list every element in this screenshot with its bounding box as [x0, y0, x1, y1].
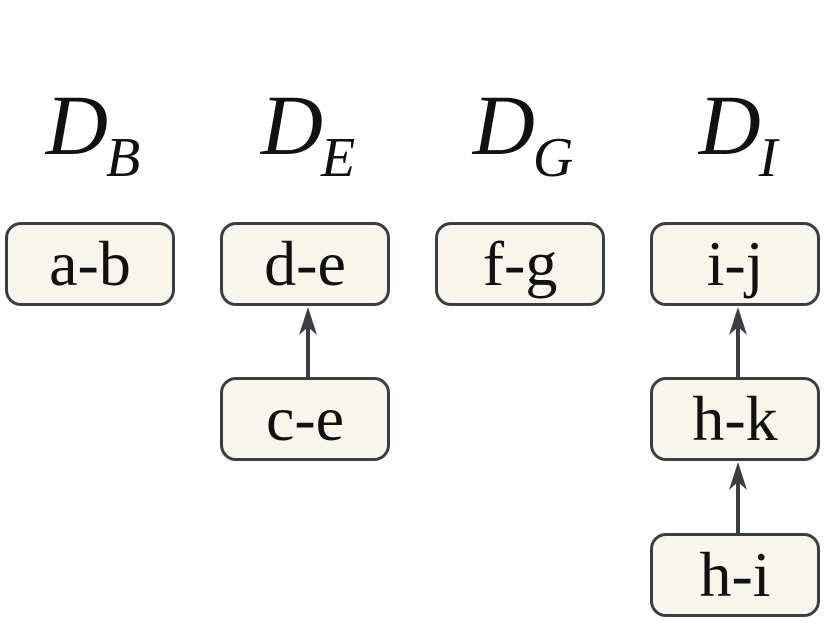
- header-subscript: I: [758, 127, 778, 189]
- node-a-b: a-b: [5, 222, 175, 306]
- column-header: DG: [435, 82, 611, 189]
- header-symbol: D: [45, 77, 108, 173]
- node-h-i: h-i: [650, 533, 820, 617]
- header-subscript: B: [105, 127, 141, 189]
- column-header: DI: [650, 82, 826, 189]
- header-subscript: G: [532, 127, 574, 189]
- node-i-j: i-j: [650, 222, 820, 306]
- arrow-up-icon: [729, 307, 747, 378]
- node-h-k: h-k: [650, 377, 820, 461]
- arrow-up-icon: [729, 462, 747, 533]
- header-symbol: D: [698, 77, 761, 173]
- column-header: DE: [220, 82, 396, 189]
- arrow-up-icon: [299, 307, 317, 378]
- column-d-b: DB a-b: [5, 0, 181, 638]
- node-c-e: c-e: [220, 377, 390, 461]
- header-symbol: D: [472, 77, 535, 173]
- column-d-g: DG f-g: [435, 0, 611, 638]
- column-header: DB: [5, 82, 181, 189]
- header-subscript: E: [320, 127, 356, 189]
- column-d-i: DI i-j h-k h-i: [650, 0, 826, 638]
- header-symbol: D: [260, 77, 323, 173]
- node-d-e: d-e: [220, 222, 390, 306]
- node-f-g: f-g: [435, 222, 605, 306]
- column-d-e: DE d-e c-e: [220, 0, 396, 638]
